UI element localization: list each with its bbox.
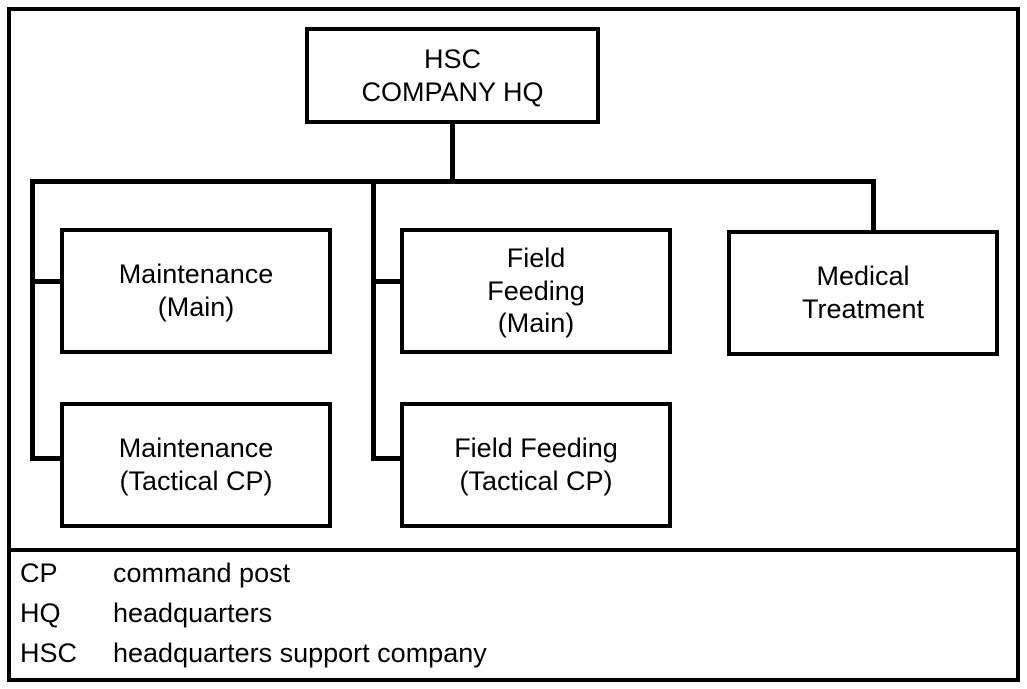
node-label-line: COMPANY HQ (361, 76, 544, 107)
connector-vertical-left (30, 179, 35, 461)
node-label-line: Feeding (487, 275, 585, 306)
connector-stub-maintenance-tactical-cp (30, 456, 63, 461)
connector-stub-field-feeding-main (371, 279, 404, 284)
legend-row: HQ headquarters (20, 598, 1000, 638)
abbreviations-legend: CP command post HQ headquarters HSC head… (20, 558, 1000, 678)
node-label-line: Maintenance (118, 433, 274, 464)
node-label-line: Treatment (801, 294, 925, 324)
figure-border (7, 7, 1020, 682)
legend-abbreviation: HSC (20, 638, 78, 668)
legend-abbreviation: HQ (20, 598, 61, 628)
legend-row: HSC headquarters support company (20, 638, 1000, 678)
connector-vertical-right (871, 179, 876, 234)
connector-stub-maintenance-main (30, 279, 63, 284)
node-maintenance-tactical-cp: Maintenance (Tactical CP) (60, 402, 332, 528)
connector-vertical-middle (371, 179, 376, 461)
node-field-feeding-main: Field Feeding (Main) (400, 228, 672, 354)
node-label-line: (Main) (157, 292, 235, 322)
connector-hq-trunk (450, 120, 455, 183)
legend-definition: headquarters (113, 598, 273, 628)
node-label-line: (Tactical CP) (119, 466, 273, 496)
node-label-line: Field Feeding (454, 433, 618, 464)
node-label-line: Medical (816, 261, 910, 292)
legend-row: CP command post (20, 558, 1000, 598)
node-label-line: Maintenance (118, 259, 274, 290)
connector-horizontal-bus (30, 179, 876, 184)
node-label-line: (Tactical CP) (459, 466, 613, 496)
connector-stub-field-feeding-tactical-cp (371, 456, 404, 461)
node-hsc-company-hq: HSC COMPANY HQ (305, 27, 600, 124)
node-label-line: Field (506, 242, 566, 273)
legend-definition: command post (113, 558, 291, 588)
node-label-line: (Main) (497, 308, 575, 339)
node-maintenance-main: Maintenance (Main) (60, 228, 332, 354)
node-medical-treatment: Medical Treatment (727, 230, 999, 356)
node-label-line: HSC (423, 43, 481, 74)
legend-definition: headquarters support company (113, 638, 487, 668)
legend-divider (7, 548, 1020, 552)
node-field-feeding-tactical-cp: Field Feeding (Tactical CP) (400, 402, 672, 528)
legend-abbreviation: CP (20, 558, 58, 588)
